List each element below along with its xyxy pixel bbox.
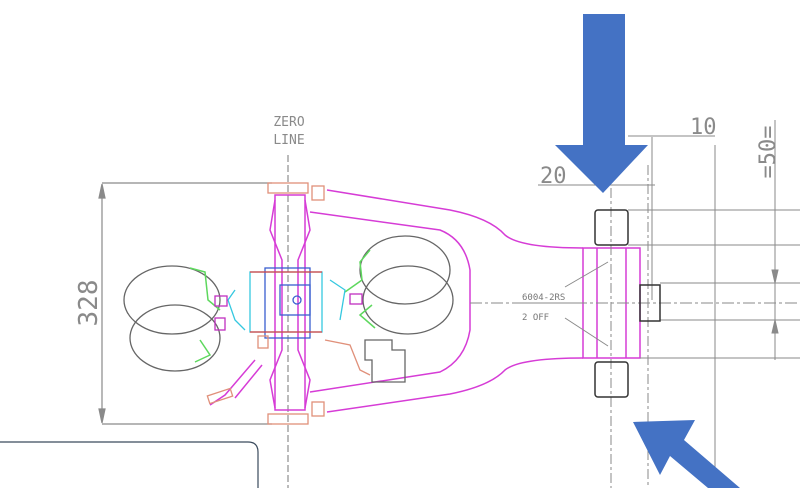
dimension-20-label: 20 <box>540 164 567 189</box>
center-assembly <box>214 267 363 349</box>
dimension-lines <box>470 120 800 488</box>
swing-arm-frame <box>209 189 641 413</box>
tyres <box>123 235 454 383</box>
height-dimension-label: 328 <box>74 280 104 327</box>
hub-parts <box>189 249 376 363</box>
height-dimension <box>98 182 272 425</box>
dimension-10-label: 10 <box>690 115 717 140</box>
bearing-note-qty: 2 OFF <box>522 313 549 323</box>
zero-line-label-1: ZERO <box>273 115 304 130</box>
down-arrow <box>555 14 648 193</box>
callout-box <box>0 441 259 488</box>
frame-flanges <box>206 182 371 425</box>
dimension-50-label: =50= <box>756 126 781 179</box>
diagonal-arrow <box>633 420 740 488</box>
bearing-note-part: 6004-2RS <box>522 293 565 303</box>
zero-line-label-2: LINE <box>273 133 304 148</box>
